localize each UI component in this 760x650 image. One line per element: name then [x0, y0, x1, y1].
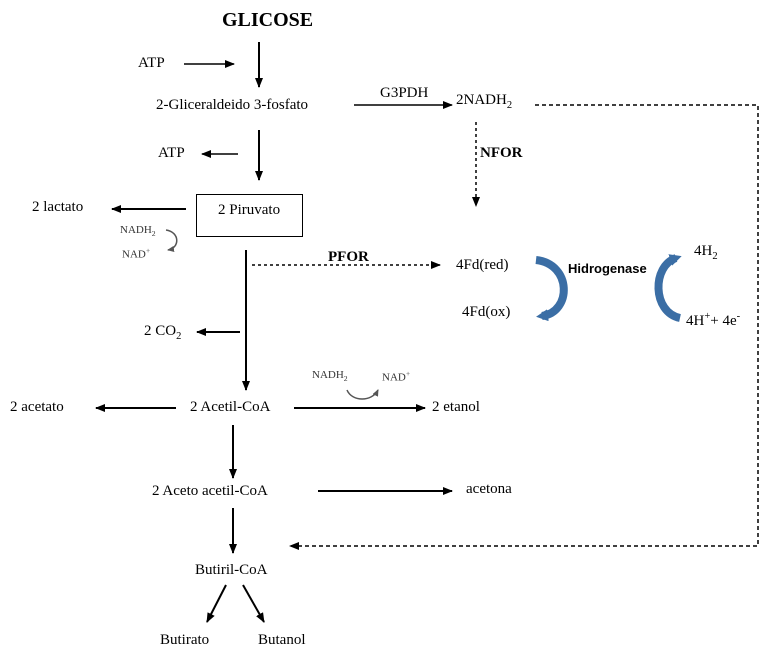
co2-text: 2 CO [144, 323, 177, 339]
nadh-etanol-text: NADH [312, 369, 344, 381]
nadh-main-sub: 2 [506, 100, 513, 111]
co2-label: 2 CO2 [144, 324, 181, 343]
nadh-main-label: 2NADH2 [456, 93, 512, 112]
acetona-label: acetona [466, 481, 512, 497]
acetil-coa-label: 2 Acetil-CoA [190, 399, 271, 415]
arrow-hidrogenase-right [654, 254, 682, 322]
hplus-label: 4H++ 4e- [686, 311, 741, 329]
nadh-lactato-text: NADH [120, 224, 152, 236]
h2-sub: 2 [712, 251, 718, 262]
arrow-nadh-nad-etanol [346, 389, 379, 400]
g3pdh-label: G3PDH [380, 85, 429, 101]
co2-sub: 2 [176, 331, 182, 342]
nad-etanol-sup: + [405, 369, 411, 378]
fd-ox-label: 4Fd(ox) [462, 304, 511, 320]
gliceraldeido-label: 2-Gliceraldeido 3-fosfato [156, 97, 309, 113]
nadh-etanol-sub: 2 [343, 374, 348, 384]
nad-lactato-sup: + [145, 246, 151, 255]
hplus-esup: - [736, 311, 741, 322]
acetato-label: 2 acetato [10, 399, 64, 415]
arrow-nadh-nad-lactato [165, 229, 178, 252]
hplus-text: 4H [686, 313, 705, 329]
etanol-label: 2 etanol [432, 399, 480, 415]
butiril-label: Butiril-CoA [195, 562, 268, 578]
nadh-main-text: 2NADH [456, 92, 507, 108]
atp-in-label: ATP [138, 55, 165, 71]
piruvato-label: 2 Piruvato [218, 202, 281, 218]
atp-out-label: ATP [158, 145, 185, 161]
pfor-label: PFOR [328, 249, 369, 265]
glicose-title: GLICOSE [222, 9, 314, 31]
butirato-label: Butirato [160, 632, 210, 648]
lactato-label: 2 lactato [32, 199, 84, 215]
nad-etanol-text: NAD [382, 371, 406, 384]
piruvato-box [196, 194, 303, 237]
hidrogenase-label: Hidrogenase [568, 261, 647, 276]
nad-lactato-label: NAD+ [122, 247, 150, 261]
arrow-butiril-to-butirato [206, 584, 227, 623]
butanol-label: Butanol [258, 632, 306, 648]
nadh-etanol-label: NADH2 [312, 370, 348, 383]
hplus-rest: + 4e [710, 313, 737, 329]
hplus-sup: + [704, 311, 711, 322]
arrow-hidrogenase-left [535, 256, 568, 322]
h2-text: 4H [694, 243, 713, 259]
nadh-lactato-label: NADH2 [120, 225, 156, 238]
aceto-acetil-label: 2 Aceto acetil-CoA [152, 483, 268, 499]
nad-lactato-text: NAD [122, 248, 146, 261]
arrow-butiril-to-butanol [242, 584, 265, 623]
arrow-nadh-to-butiril [289, 104, 759, 550]
fd-red-label: 4Fd(red) [456, 257, 509, 273]
nad-etanol-label: NAD+ [382, 370, 410, 384]
nadh-lactato-sub: 2 [151, 229, 156, 239]
nfor-label: NFOR [480, 145, 523, 161]
h2-label: 4H2 [694, 244, 718, 263]
